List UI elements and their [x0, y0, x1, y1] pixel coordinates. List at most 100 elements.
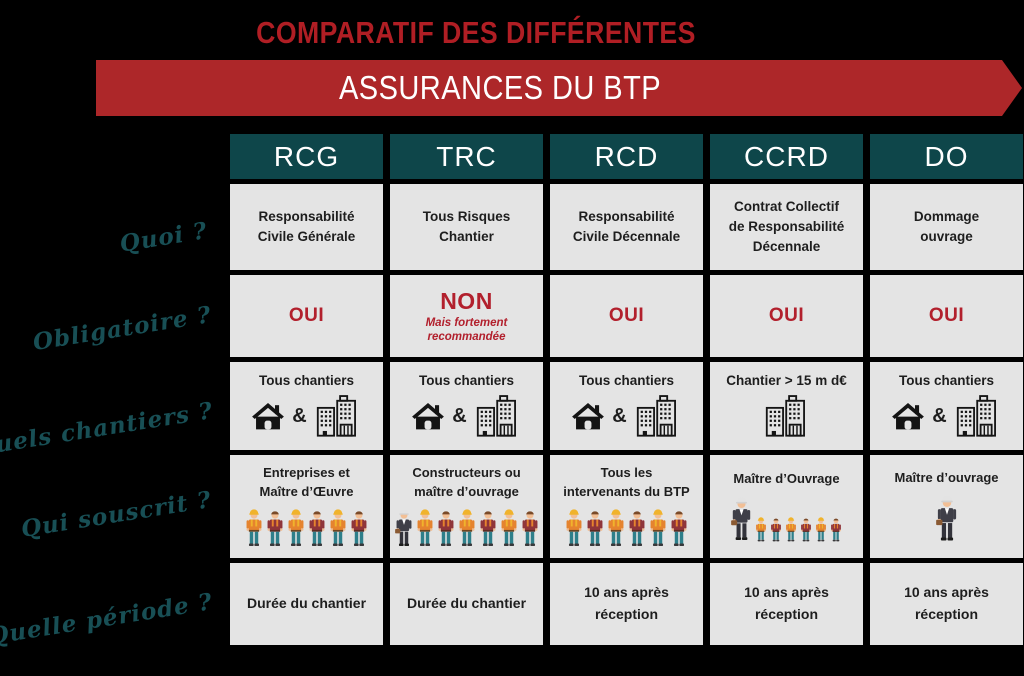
chantiers-label: Tous chantiers [418, 373, 515, 388]
periode-text: Durée du chantier [246, 595, 367, 612]
souscrit-figures [936, 493, 958, 544]
cell-chantiers-do: Tous chantiers & [870, 362, 1023, 450]
cell-quoi-rcg: Responsabilité Civile Générale [230, 184, 383, 270]
worker-icon [830, 516, 842, 543]
ampersand-text: & [452, 404, 467, 427]
worker-icon [770, 516, 782, 543]
ampersand-text: & [292, 404, 307, 427]
souscrit-label: Tous les intervenants du BTP [563, 465, 690, 499]
header-cell-ccrd: CCRD [710, 134, 863, 179]
chantiers-icon-row: & [571, 393, 681, 439]
worker-icon [815, 516, 827, 543]
souscrit-figures [395, 507, 539, 549]
obligatoire-value: NON [440, 287, 493, 314]
quoi-text: Dommage ouvrage [913, 208, 980, 244]
building-icon [634, 395, 682, 437]
worker-icon [266, 507, 284, 549]
cell-chantiers-rcg: Tous chantiers & [230, 362, 383, 450]
chantiers-label: Chantier > 15 m d€ [726, 373, 847, 388]
souscrit-figures [565, 507, 688, 549]
worker-icon [458, 507, 476, 549]
quoi-text: Contrat Collectif de Responsabilité Déce… [728, 198, 845, 255]
worker-icon [245, 507, 263, 549]
worker-icon [565, 507, 583, 549]
cell-quoi-do: Dommage ouvrage [870, 184, 1023, 270]
souscrit-figures [731, 495, 842, 543]
cell-chantiers-trc: Tous chantiers & [390, 362, 543, 450]
banner-arrow: ASSURANCES DU BTP [96, 60, 1024, 116]
worker-icon [521, 507, 539, 549]
cell-obligatoire-rcg: OUI [230, 275, 383, 357]
worker-icon [785, 516, 797, 543]
cell-obligatoire-rcd: OUI [550, 275, 703, 357]
cell-souscrit-rcg: Entreprises et Maître d’Œuvre [230, 455, 383, 558]
businessman-icon [731, 495, 752, 543]
worker-icon [500, 507, 518, 549]
header-cell-rcg: RCG [230, 134, 383, 179]
obligatoire-value: OUI [288, 305, 325, 326]
quoi-text: Responsabilité Civile Décennale [572, 208, 681, 244]
worker-icon [479, 507, 497, 549]
cell-chantiers-rcd: Tous chantiers & [550, 362, 703, 450]
cell-obligatoire-do: OUI [870, 275, 1023, 357]
header-cell-do: DO [870, 134, 1023, 179]
periode-text: 10 ans après réception [904, 584, 989, 622]
ampersand-text: & [932, 404, 947, 427]
cell-chantiers-ccrd: Chantier > 15 m d€ [710, 362, 863, 450]
periode-text: 10 ans après réception [744, 584, 829, 622]
obligatoire-value: OUI [928, 305, 965, 326]
souscrit-label: Maître d’Ouvrage [733, 471, 840, 487]
worker-icon [308, 507, 326, 549]
row-label-chantiers: Quels chantiers ? [0, 397, 216, 462]
souscrit-label: Entreprises et Maître d’Œuvre [259, 465, 354, 499]
chantiers-label: Tous chantiers [258, 373, 355, 388]
obligatoire-value: OUI [608, 305, 645, 326]
row-label-periode: Quelle période ? [0, 588, 216, 651]
businessman-icon [936, 493, 958, 544]
worker-icon [287, 507, 305, 549]
page-title: COMPARATIF DES DIFFÉRENTES [256, 15, 696, 50]
house-icon [251, 402, 285, 430]
worker-icon [437, 507, 455, 549]
building-icon [314, 395, 362, 437]
cell-obligatoire-trc: NON Mais fortement recommandée [390, 275, 543, 357]
header-cell-rcd: RCD [550, 134, 703, 179]
worker-icon [416, 507, 434, 549]
cell-periode-do: 10 ans après réception [870, 563, 1023, 645]
quoi-text: Tous Risques Chantier [422, 208, 511, 244]
chantiers-label: Tous chantiers [898, 373, 995, 388]
house-icon [891, 402, 925, 430]
house-icon [571, 402, 605, 430]
souscrit-figures [245, 507, 368, 549]
worker-icon [628, 507, 646, 549]
row-label-quoi: Quoi ? [117, 217, 210, 258]
row-label-obligatoire: Obligatoire ? [31, 301, 215, 357]
worker-icon [670, 507, 688, 549]
cell-souscrit-ccrd: Maître d’Ouvrage [710, 455, 863, 558]
chantiers-icon-row: & [411, 393, 521, 439]
banner-title: ASSURANCES DU BTP [338, 69, 662, 106]
worker-icon [649, 507, 667, 549]
worker-icon [607, 507, 625, 549]
cell-periode-trc: Durée du chantier [390, 563, 543, 645]
obligatoire-value: OUI [768, 305, 805, 326]
cell-periode-rcg: Durée du chantier [230, 563, 383, 645]
obligatoire-note: Mais fortement recommandée [425, 316, 508, 343]
building-icon [954, 395, 1002, 437]
cell-souscrit-trc: Constructeurs ou maître d’ouvrage [390, 455, 543, 558]
businessman-icon [395, 507, 413, 549]
chantiers-icon-row: & [891, 393, 1001, 439]
chantiers-icon-row [763, 393, 811, 439]
row-label-souscrit: Qui souscrit ? [18, 486, 214, 543]
worker-icon [586, 507, 604, 549]
worker-icon [350, 507, 368, 549]
worker-icon [800, 516, 812, 543]
cell-souscrit-do: Maître d’ouvrage [870, 455, 1023, 558]
periode-text: 10 ans après réception [584, 584, 669, 622]
building-icon [763, 395, 811, 437]
chantiers-label: Tous chantiers [578, 373, 675, 388]
souscrit-label: Maître d’ouvrage [894, 469, 999, 485]
periode-text: Durée du chantier [406, 595, 527, 612]
ampersand-text: & [612, 404, 627, 427]
